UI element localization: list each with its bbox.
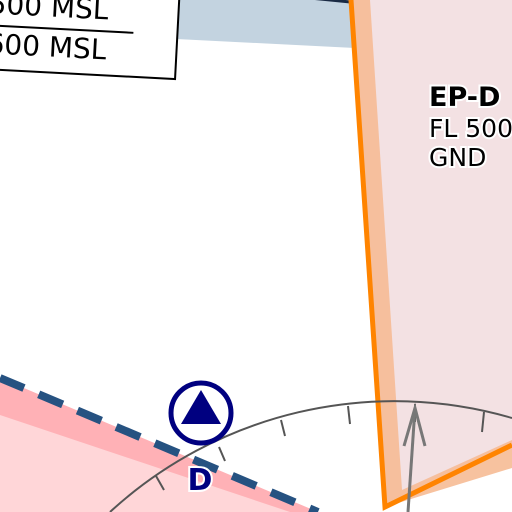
altitude-divider: [0, 23, 134, 34]
compass-north-arrow-icon: [402, 402, 427, 512]
altitude-lower-limit: 600 MSL: [0, 27, 108, 66]
restricted-area-inner-band: [351, 0, 512, 507]
restricted-area-lower-limit: GND: [429, 143, 486, 172]
compass-rose-arc: [109, 400, 512, 512]
navaid-triangle-in-circle-icon[interactable]: [168, 380, 234, 446]
restricted-area-label[interactable]: EP-D FL 500 GND: [427, 80, 512, 174]
dashed-airspace-boundary: [0, 374, 320, 512]
restricted-area-upper-limit: FL 500: [429, 114, 512, 143]
restricted-area-name: EP-D: [429, 82, 500, 113]
altitude-label-box: [0, 0, 182, 81]
navaid-identifier[interactable]: D: [186, 461, 215, 500]
restricted-area-border: [348, 0, 512, 511]
